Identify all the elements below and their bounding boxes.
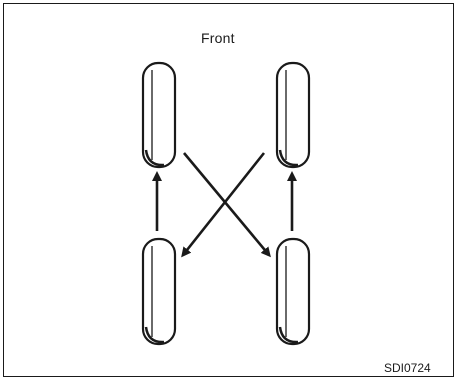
tire-rear-left [141,237,177,346]
tire-front-right [275,61,311,169]
figure-code: SDI0724 [384,361,431,375]
diagram-frame [3,3,454,377]
tire-rear-right [275,237,311,346]
arrow-front-left-to-rear-right [183,152,271,258]
arrow-front-right-to-rear-left [181,152,266,258]
tire-front-left [141,61,177,169]
front-label: Front [201,30,235,46]
